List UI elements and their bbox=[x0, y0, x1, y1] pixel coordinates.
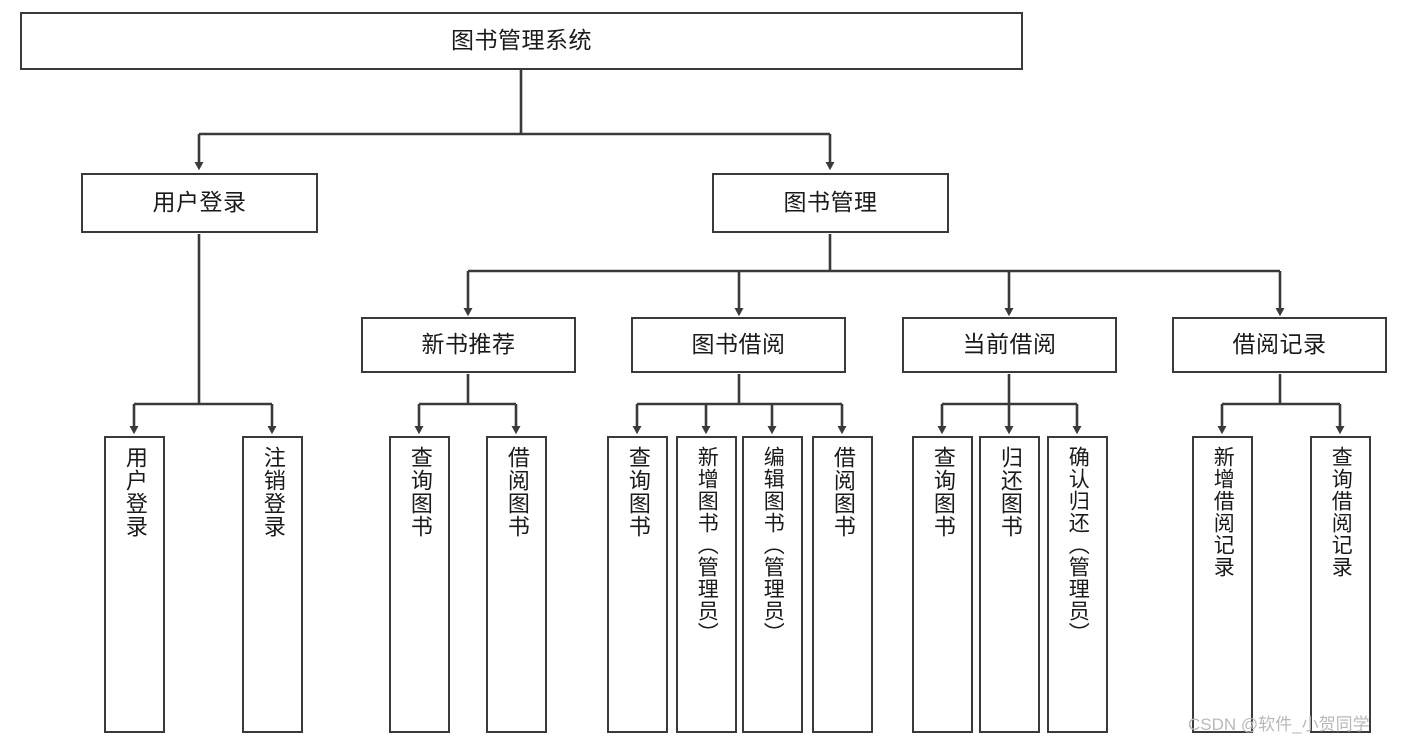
node-borrow-record[interactable]: 借阅记录 bbox=[1172, 317, 1387, 373]
node-new-book-recommend[interactable]: 新书推荐 bbox=[361, 317, 576, 373]
node-label: 当前借阅 bbox=[962, 331, 1057, 358]
node-root-system[interactable]: 图书管理系统 bbox=[20, 12, 1023, 70]
node-label: 查询图书 bbox=[930, 446, 956, 538]
leaf-record-add-record[interactable]: 新增借阅记录 bbox=[1192, 436, 1253, 733]
leaf-borrow-add-book-admin[interactable]: 新增图书（管理员） bbox=[676, 436, 737, 733]
node-label: 图书管理 bbox=[783, 189, 878, 216]
node-label: 新书推荐 bbox=[421, 331, 516, 358]
node-label: 查询图书 bbox=[407, 446, 433, 538]
leaf-current-return-book[interactable]: 归还图书 bbox=[979, 436, 1040, 733]
leaf-borrow-borrow-book[interactable]: 借阅图书 bbox=[812, 436, 873, 733]
node-label: 新增借阅记录 bbox=[1211, 446, 1235, 578]
leaf-user-login-signout[interactable]: 注销登录 bbox=[242, 436, 303, 733]
node-book-borrow[interactable]: 图书借阅 bbox=[631, 317, 846, 373]
node-label: 图书管理系统 bbox=[451, 27, 592, 54]
node-label: 图书借阅 bbox=[691, 331, 786, 358]
leaf-user-login-signin[interactable]: 用户登录 bbox=[104, 436, 165, 733]
node-label: 查询借阅记录 bbox=[1329, 446, 1353, 578]
node-label: 注销登录 bbox=[260, 446, 286, 538]
node-current-borrow[interactable]: 当前借阅 bbox=[902, 317, 1117, 373]
leaf-recommend-query-book[interactable]: 查询图书 bbox=[389, 436, 450, 733]
node-label: 用户登录 bbox=[152, 189, 247, 216]
node-label: 借阅图书 bbox=[830, 446, 856, 538]
node-label: 查询图书 bbox=[625, 446, 651, 538]
node-label: 新增图书（管理员） bbox=[695, 446, 719, 644]
leaf-current-query-book[interactable]: 查询图书 bbox=[912, 436, 973, 733]
node-book-management[interactable]: 图书管理 bbox=[712, 173, 949, 233]
node-label: 用户登录 bbox=[122, 446, 148, 538]
csdn-watermark: CSDN @软件_小贺同学 bbox=[1188, 715, 1370, 734]
leaf-borrow-edit-book-admin[interactable]: 编辑图书（管理员） bbox=[742, 436, 803, 733]
node-label: 借阅记录 bbox=[1232, 331, 1327, 358]
leaf-current-confirm-return-admin[interactable]: 确认归还（管理员） bbox=[1047, 436, 1108, 733]
leaf-recommend-borrow-book[interactable]: 借阅图书 bbox=[486, 436, 547, 733]
node-label: 确认归还（管理员） bbox=[1066, 446, 1090, 644]
node-label: 归还图书 bbox=[997, 446, 1023, 538]
leaf-borrow-query-book[interactable]: 查询图书 bbox=[607, 436, 668, 733]
node-user-login[interactable]: 用户登录 bbox=[81, 173, 318, 233]
leaf-record-query-record[interactable]: 查询借阅记录 bbox=[1310, 436, 1371, 733]
node-label: 借阅图书 bbox=[504, 446, 530, 538]
node-label: 编辑图书（管理员） bbox=[761, 446, 785, 644]
